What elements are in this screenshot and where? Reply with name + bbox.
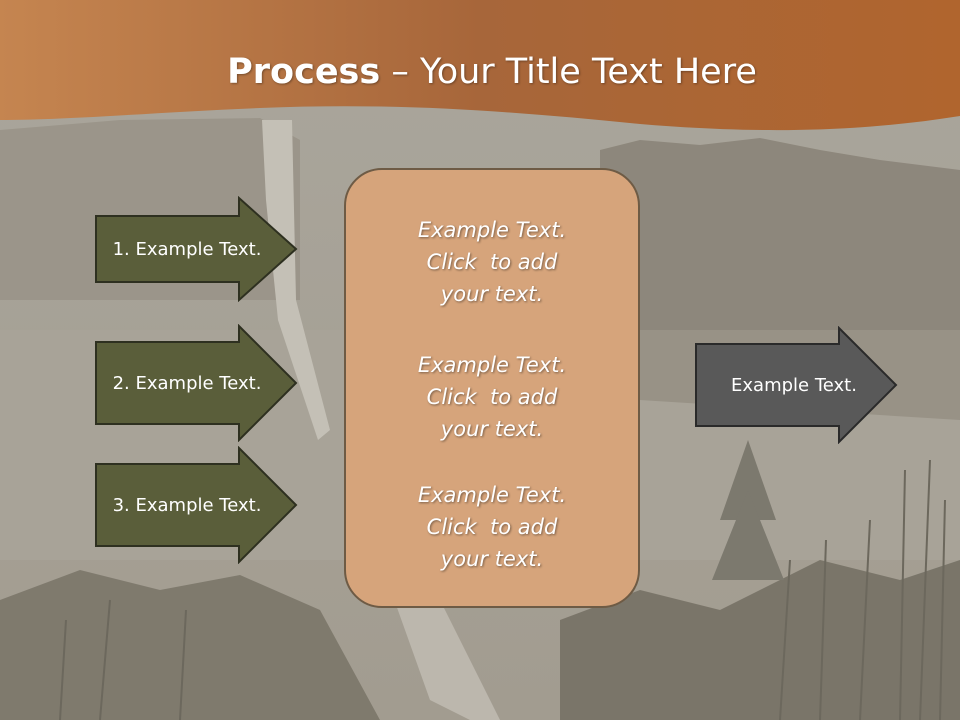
step-arrow-3-shape [95, 445, 298, 565]
result-label: Example Text. [731, 374, 857, 396]
text-block-3-line-2: Click to add [426, 515, 558, 539]
result-arrow[interactable]: Example Text. [694, 325, 900, 445]
title-rest: – Your Title Text Here [380, 52, 757, 92]
step-arrow-1-shape [95, 195, 298, 303]
text-block-2: Example Text. Click to add your text. [346, 349, 638, 445]
text-block-2-line-3: your text. [440, 417, 544, 441]
title-bold: Process [227, 52, 381, 92]
step-arrow-2[interactable]: 2. Example Text. [94, 323, 300, 443]
text-block-1: Example Text. Click to add your text. [346, 214, 638, 310]
text-block-2-line-2: Click to add [426, 385, 558, 409]
text-block-1-line-1: Example Text. [417, 218, 567, 242]
step-label-1: 1. Example Text. [112, 238, 262, 260]
step-label-2: 2. Example Text. [112, 372, 262, 394]
text-block-2-line-1: Example Text. [417, 353, 567, 377]
text-block-1-line-3: your text. [440, 282, 544, 306]
step-label-3: 3. Example Text. [112, 494, 262, 516]
slide-title[interactable]: Process – Your Title Text Here [0, 52, 960, 92]
text-block-1-line-2: Click to add [426, 250, 558, 274]
step-arrow-3[interactable]: 3. Example Text. [94, 445, 300, 565]
step-arrow-2-shape [95, 323, 298, 443]
text-block-3: Example Text. Click to add your text. [346, 479, 638, 575]
text-block-3-line-1: Example Text. [417, 483, 567, 507]
center-text-box[interactable]: Example Text. Click to add your text. Ex… [344, 168, 640, 608]
result-arrow-shape [695, 325, 898, 445]
step-arrow-1[interactable]: 1. Example Text. [94, 195, 300, 303]
text-block-3-line-3: your text. [440, 547, 544, 571]
